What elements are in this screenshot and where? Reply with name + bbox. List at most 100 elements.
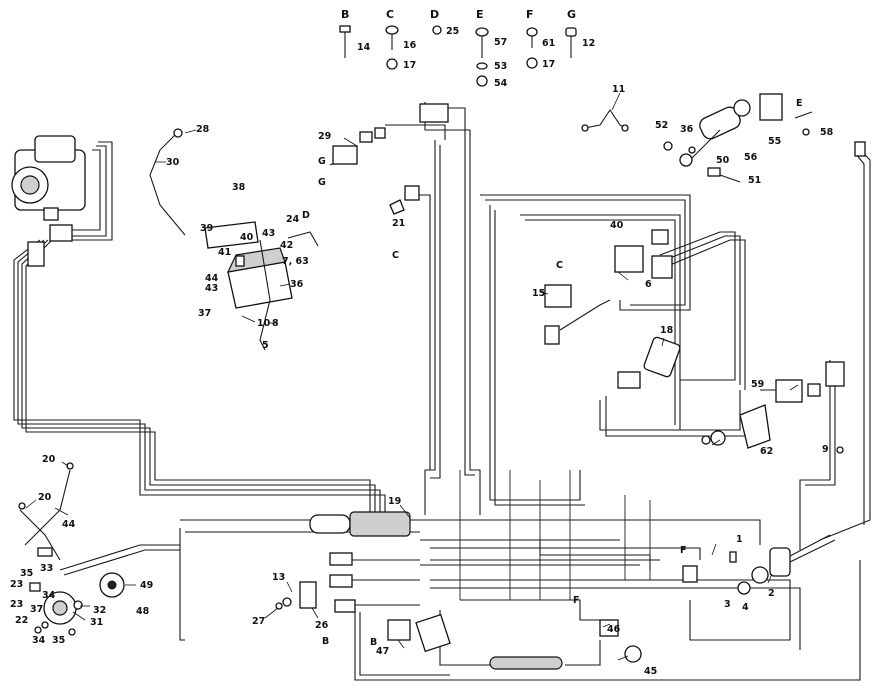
ref-c-a: C	[556, 260, 563, 271]
callout-59: 58	[820, 127, 834, 138]
ground-strap	[259, 239, 271, 351]
fastener-references: E F F G G C D C B B	[302, 98, 803, 648]
bolt-icon	[339, 25, 351, 58]
nut	[663, 141, 673, 151]
connector	[334, 599, 356, 613]
ref-b-a: B	[370, 637, 377, 648]
ring-terminal	[66, 462, 74, 470]
callout-21: 21	[392, 218, 405, 229]
battery-terminal	[854, 141, 866, 157]
fuse-terminal	[581, 124, 589, 132]
nut	[73, 600, 83, 610]
callout-55: 52	[655, 120, 668, 131]
connector	[329, 574, 353, 588]
callout-37b: 37	[198, 308, 211, 319]
in-line-fuse	[489, 656, 563, 670]
callout-42: 41	[218, 247, 231, 258]
screw-icon	[385, 25, 399, 50]
callout-58: 56	[744, 152, 758, 163]
switch-connector	[359, 131, 373, 143]
callout-2: 2	[768, 588, 775, 599]
callout-labels: 1 2 3 4 5 6 7, 63 8 9 10 11 13 15 18 19 …	[10, 84, 834, 677]
callout-7-63: 7, 63	[282, 256, 309, 267]
starter-solenoid	[689, 93, 783, 161]
key-part-54: 54	[494, 78, 508, 89]
callout-37a: 36	[290, 279, 304, 290]
callout-46: 45	[644, 666, 657, 677]
callout-3: 3	[724, 599, 731, 610]
ref-g-b: G	[318, 177, 326, 188]
washer-icon	[432, 25, 442, 35]
washer	[34, 626, 42, 634]
washer	[41, 621, 49, 629]
callout-56: 55	[768, 136, 781, 147]
ground-lead	[287, 231, 319, 247]
callout-35b: 35	[52, 635, 65, 646]
voltage-regulator	[226, 247, 293, 309]
ref-b-b: B	[322, 636, 329, 647]
callout-47: 46	[607, 624, 621, 635]
fuse-holder	[584, 109, 626, 129]
ground-screw	[836, 446, 844, 454]
callout-23b: 23	[10, 599, 23, 610]
lead-wire	[24, 469, 71, 546]
key-part-25: 25	[446, 26, 459, 37]
reverse-switch	[617, 336, 681, 389]
key-part-57: 57	[494, 37, 507, 48]
regulator-bracket	[204, 221, 259, 249]
callout-40a: 39	[200, 223, 213, 234]
callout-6: 6	[645, 279, 652, 290]
callout-40b: 40	[610, 220, 624, 231]
harness-plug	[27, 241, 45, 267]
callout-15: 15	[532, 288, 545, 299]
key-part-14: 14	[357, 42, 371, 53]
bolt	[719, 174, 741, 183]
terminal	[29, 582, 41, 592]
light-switch	[614, 245, 644, 273]
callout-20b: 20	[38, 492, 52, 503]
callout-39: 38	[232, 182, 246, 193]
brake-switch	[387, 613, 451, 653]
knob	[751, 566, 769, 584]
callout-24: 24	[286, 214, 300, 225]
callout-36b: 36	[680, 124, 694, 135]
bushing	[679, 153, 693, 167]
callout-20a: 20	[42, 454, 56, 465]
callout-8: 8	[272, 318, 279, 329]
connector	[682, 565, 698, 583]
callout-41: 40	[240, 232, 254, 243]
callout-62: 59	[751, 379, 764, 390]
ref-e: E	[796, 98, 803, 109]
connector-block	[419, 103, 449, 123]
callout-27: 27	[252, 616, 265, 627]
callout-26: 26	[315, 620, 329, 631]
fuse-terminal	[621, 124, 629, 132]
leader-lines	[25, 92, 799, 661]
key-letter-c: C	[386, 8, 394, 21]
callout-45: 44	[62, 519, 76, 530]
spark-plug-wire	[149, 134, 186, 236]
key-letter-f: F	[526, 8, 534, 21]
callout-43b: 43	[205, 283, 218, 294]
bolt-icon	[565, 27, 577, 58]
key-part-53: 53	[494, 61, 507, 72]
terminal-21	[389, 199, 405, 215]
hex-nut-icon	[476, 75, 488, 87]
callout-44a: 43	[262, 228, 275, 239]
ref-f-a: F	[680, 545, 687, 556]
callout-34b: 34	[42, 590, 56, 601]
callout-48: 47	[376, 646, 389, 657]
pulley	[99, 572, 125, 598]
seat-switch	[544, 284, 572, 308]
lead-wire	[19, 509, 61, 561]
callout-38: 37	[30, 604, 43, 615]
bullet-connector	[404, 185, 420, 201]
callout-31: 30	[166, 157, 180, 168]
ref-d: D	[302, 210, 310, 221]
connector	[329, 552, 353, 566]
ignition-switch	[332, 145, 358, 165]
ref-c-b: C	[392, 250, 399, 261]
callout-5: 5	[262, 340, 269, 351]
